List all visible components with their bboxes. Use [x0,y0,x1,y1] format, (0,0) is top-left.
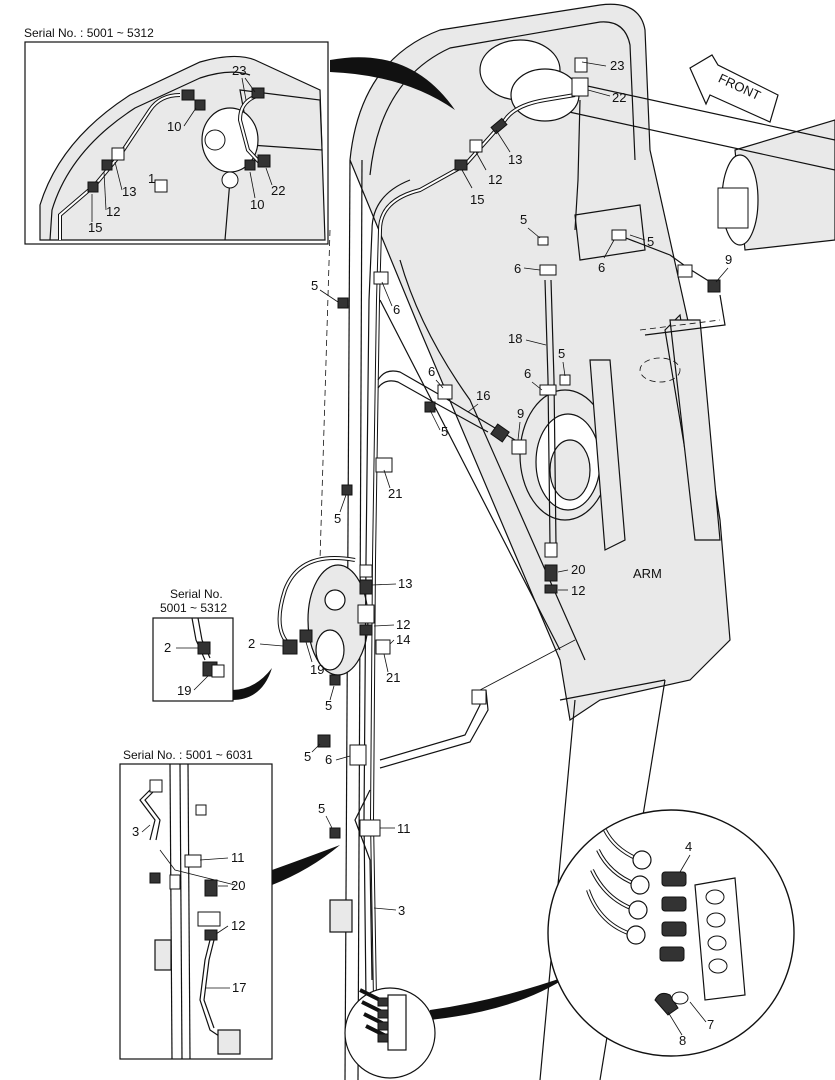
label-5: 5 [558,346,565,361]
label-6: 6 [598,260,605,275]
label-12: 12 [231,918,245,933]
label-11: 11 [231,850,245,865]
label-16: 16 [476,388,490,403]
label-13: 13 [508,152,522,167]
label-9: 9 [517,406,524,421]
label-9: 9 [725,252,732,267]
label-10: 10 [250,197,264,212]
inset-middle-serial-1: Serial No. [170,587,223,601]
main-labels: 23 22 13 12 15 5 5 6 6 9 5 6 18 5 6 6 16… [248,58,732,918]
label-23: 23 [610,58,624,73]
label-5: 5 [318,801,325,816]
label-11: 11 [397,821,411,836]
connector-block-small [344,987,436,1079]
label-15: 15 [88,220,102,235]
label-14: 14 [396,632,410,647]
label-7: 7 [707,1017,714,1032]
inset-top-left-serial: Serial No. : 5001 ~ 5312 [24,26,154,40]
label-1: 1 [148,171,155,186]
arm-structure [307,3,835,1080]
label-22: 22 [271,183,285,198]
label-10: 10 [167,119,181,134]
fitting-23 [574,57,588,73]
label-2: 2 [164,640,171,655]
label-12: 12 [571,583,585,598]
label-12: 12 [488,172,502,187]
label-21: 21 [386,670,400,685]
label-20: 20 [231,878,245,893]
inset-bottom-left: Serial No. : 5001 ~ 6031 3 11 20 12 17 [119,748,273,1060]
label-5: 5 [520,212,527,227]
label-5: 5 [441,424,448,439]
label-6: 6 [428,364,435,379]
callout-arrows [232,57,570,1020]
label-21: 21 [388,486,402,501]
label-17: 17 [232,980,246,995]
label-15: 15 [470,192,484,207]
label-8: 8 [679,1033,686,1048]
label-13: 13 [122,184,136,199]
label-18: 18 [508,331,522,346]
label-5: 5 [304,749,311,764]
inset-middle-left: Serial No. 5001 ~ 5312 2 19 [152,587,234,702]
circle-detail: 4 7 8 [547,809,795,1057]
label-12: 12 [396,617,410,632]
label-5: 5 [647,234,654,249]
label-3: 3 [398,903,405,918]
front-arrow: FRONT [689,54,779,123]
label-13: 13 [398,576,412,591]
label-19: 19 [177,683,191,698]
label-5: 5 [325,698,332,713]
label-2: 2 [248,636,255,651]
label-6: 6 [325,752,332,767]
label-6: 6 [524,366,531,381]
inset-middle-serial-2: 5001 ~ 5312 [160,601,227,615]
inset-bottom-left-serial: Serial No. : 5001 ~ 6031 [123,748,253,762]
label-22: 22 [612,90,626,105]
label-6: 6 [393,302,400,317]
label-12: 12 [106,204,120,219]
label-20: 20 [571,562,585,577]
label-5: 5 [311,278,318,293]
fitting-22 [571,77,589,97]
label-19: 19 [310,662,324,677]
label-5: 5 [334,511,341,526]
label-23: 23 [232,63,246,78]
arm-label: ARM [633,566,662,581]
label-6: 6 [514,261,521,276]
fittings [282,57,721,839]
label-3: 3 [132,824,139,839]
label-4: 4 [685,839,692,854]
inset-top-left: Serial No. : 5001 ~ 5312 23 10 1 13 12 1… [24,26,329,245]
